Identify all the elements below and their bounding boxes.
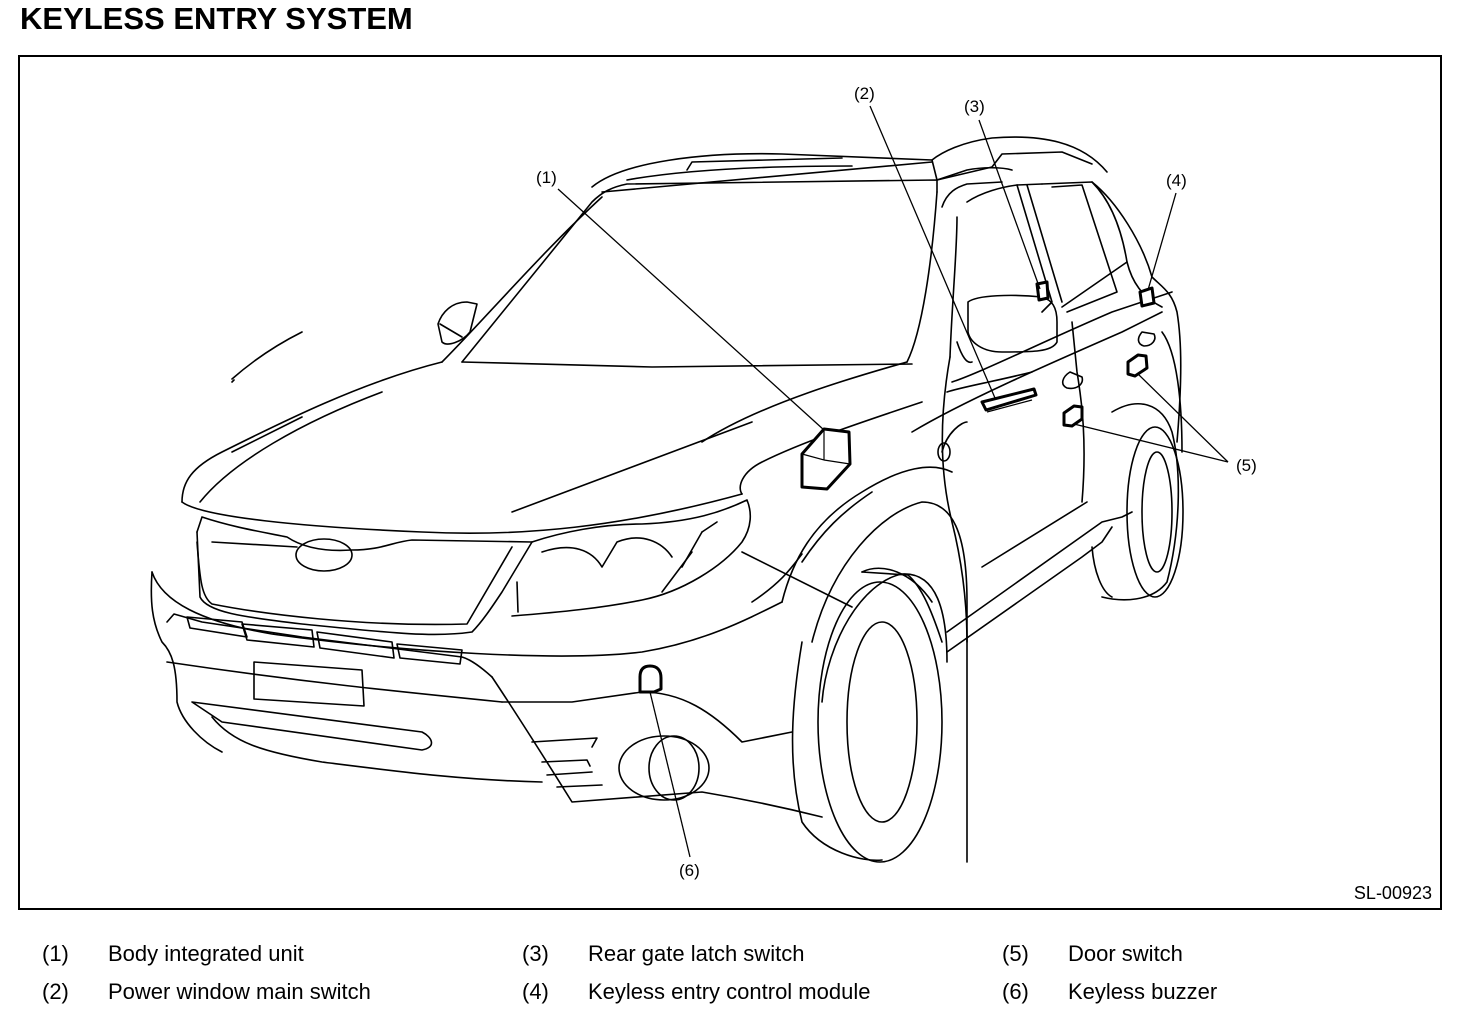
callout-4: (4) <box>1166 171 1187 190</box>
door-switch-front-marker <box>1062 404 1084 428</box>
legend-text: Rear gate latch switch <box>588 941 805 966</box>
legend-number: (4) <box>522 979 549 1004</box>
leader-line-1 <box>557 188 825 431</box>
callout-1: (1) <box>536 168 557 187</box>
leader-line-2 <box>869 105 996 399</box>
callout-6: (6) <box>679 861 700 880</box>
legend: (1) Body integrated unit (2) Power windo… <box>0 936 1472 1024</box>
diagram-frame: (1) (2) (3) (4) (5) (6) SL-00923 <box>18 55 1442 910</box>
callout-3: (3) <box>964 97 985 116</box>
vehicle-illustration: (1) (2) (3) (4) (5) (6) <box>150 84 1257 880</box>
legend-text: Body integrated unit <box>108 941 304 966</box>
page-title: KEYLESS ENTRY SYSTEM <box>20 1 413 36</box>
legend-text: Door switch <box>1068 941 1183 966</box>
callout-5: (5) <box>1236 456 1257 475</box>
legend-number: (1) <box>42 941 69 966</box>
vehicle-body <box>150 136 1184 863</box>
callout-2: (2) <box>854 84 875 103</box>
leader-line-5b <box>1073 423 1229 463</box>
legend-text: Keyless entry control module <box>588 979 871 1004</box>
figure-code: SL-00923 <box>1353 883 1432 903</box>
legend-text: Power window main switch <box>108 979 371 1004</box>
door-switch-rear-marker <box>1126 353 1149 378</box>
leader-line-5a <box>1137 373 1229 463</box>
legend-number: (2) <box>42 979 69 1004</box>
body-integrated-unit-marker <box>800 427 852 491</box>
keyless-control-module-marker <box>1138 286 1156 308</box>
leader-line-3 <box>978 119 1041 290</box>
legend-number: (6) <box>1002 979 1029 1004</box>
leader-line-4 <box>1147 192 1177 291</box>
legend-number: (5) <box>1002 941 1029 966</box>
legend-text: Keyless buzzer <box>1068 979 1218 1004</box>
leader-line-6 <box>649 691 691 858</box>
legend-number: (3) <box>522 941 549 966</box>
power-window-switch-marker <box>980 387 1038 412</box>
keyless-buzzer-marker <box>638 664 663 694</box>
